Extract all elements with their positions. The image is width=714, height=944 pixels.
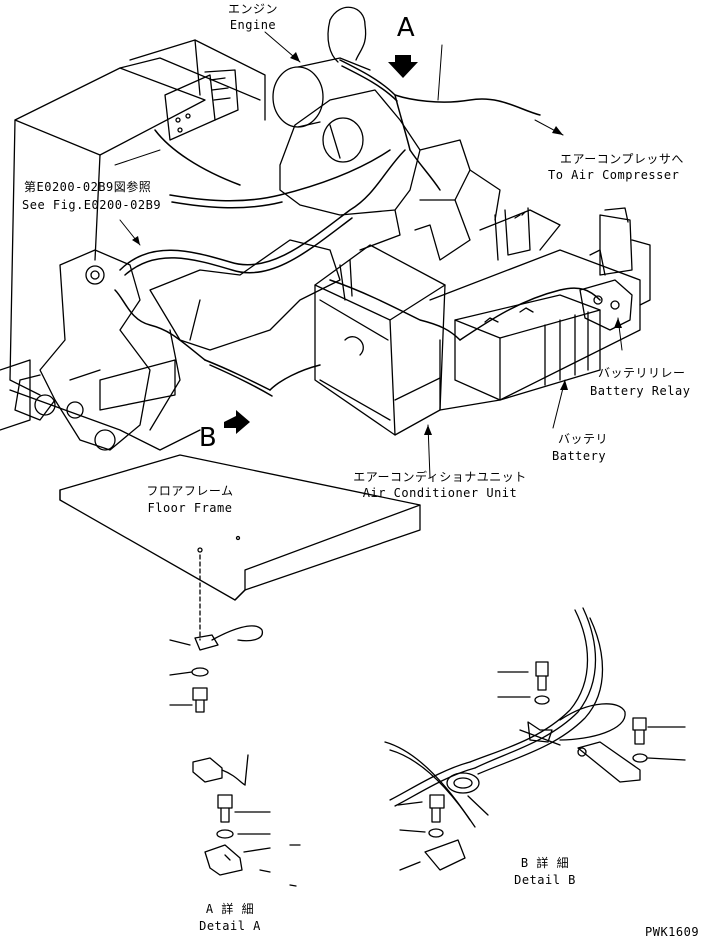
- wiring-harness: [114, 59, 601, 397]
- battery-label-jp: バッテリ: [558, 432, 609, 446]
- boom-arm: [14, 239, 341, 451]
- floor-frame-label-jp: フロアフレーム: [146, 484, 234, 498]
- air-conditioner-label-jp: エアーコンディショナユニット: [353, 470, 527, 484]
- ground-strap: [169, 554, 263, 713]
- floor-frame-label-en: Floor Frame: [147, 501, 233, 515]
- detail-a-label-jp: A 詳 細: [205, 902, 255, 916]
- view-b-marker: B: [198, 423, 218, 453]
- detail-b-label-jp: B 詳 細: [520, 856, 570, 870]
- detail-a-drawing: [192, 754, 301, 887]
- battery-relay-label-en: Battery Relay: [590, 384, 691, 398]
- engine-label-jp: エンジン: [227, 2, 278, 16]
- air-conditioner-unit: [314, 244, 446, 436]
- detail-b-label-en: Detail B: [514, 873, 576, 887]
- view-a-marker: A: [396, 13, 416, 43]
- arrowheads: [132, 52, 622, 435]
- see-fig-label-en: See Fig.E0200-02B9: [22, 198, 162, 212]
- air-conditioner-label-en: Air Conditioner Unit: [362, 486, 518, 500]
- rear-frame: [429, 207, 651, 411]
- detail-b-drawing: [384, 607, 686, 871]
- detail-a-label-en: Detail A: [199, 919, 261, 933]
- relay-box: [164, 69, 239, 141]
- battery-relay: [579, 279, 633, 331]
- to-air-compressor-label-en: To Air Compresser: [548, 168, 680, 182]
- engine: [272, 6, 501, 261]
- engine-label-en: Engine: [229, 18, 277, 32]
- battery: [454, 294, 601, 401]
- drawing-number: PWK1609: [645, 925, 700, 939]
- main-frame: [0, 39, 266, 451]
- see-fig-label-jp: 第E0200-02B9図参照: [24, 180, 152, 194]
- battery-label-en: Battery: [552, 449, 607, 463]
- floor-frame: [59, 454, 421, 601]
- to-air-compressor-label-jp: エアーコンプレッサへ: [560, 152, 684, 166]
- battery-relay-label-jp: バッテリリレー: [598, 366, 686, 380]
